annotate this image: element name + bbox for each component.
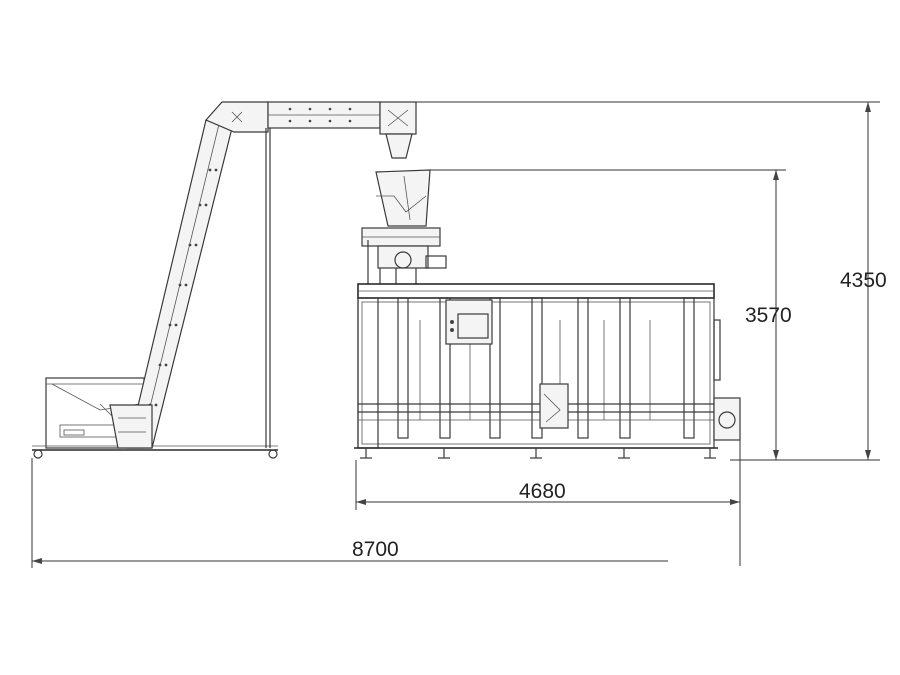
dim-label-3570: 3570 (745, 304, 792, 327)
dimension-length-total (31, 458, 668, 568)
machine-feet (360, 448, 716, 459)
dim-label-8700: 8700 (352, 538, 399, 561)
touch-screen (457, 313, 489, 339)
frame-columns (397, 297, 695, 439)
dim-label-4350: 4350 (840, 269, 887, 292)
caster-wheel (268, 449, 278, 459)
incline-trunk (127, 119, 235, 449)
main-machine (354, 283, 741, 459)
dimension-height-machine (430, 169, 786, 460)
dim-label-4680: 4680 (519, 480, 566, 503)
inspection-window (539, 383, 569, 429)
incline-rivets (148, 168, 218, 407)
machine-frame (357, 297, 715, 449)
discharge-chute (385, 133, 413, 159)
caster-wheel (33, 449, 43, 459)
weigher-unit (361, 169, 447, 284)
product-hopper (375, 169, 431, 227)
dimension-width-machine (355, 440, 741, 566)
dimension-height-total (416, 101, 880, 461)
incline-conveyor (32, 101, 417, 459)
drive-motor (713, 397, 741, 441)
drive-assembly (377, 245, 429, 269)
